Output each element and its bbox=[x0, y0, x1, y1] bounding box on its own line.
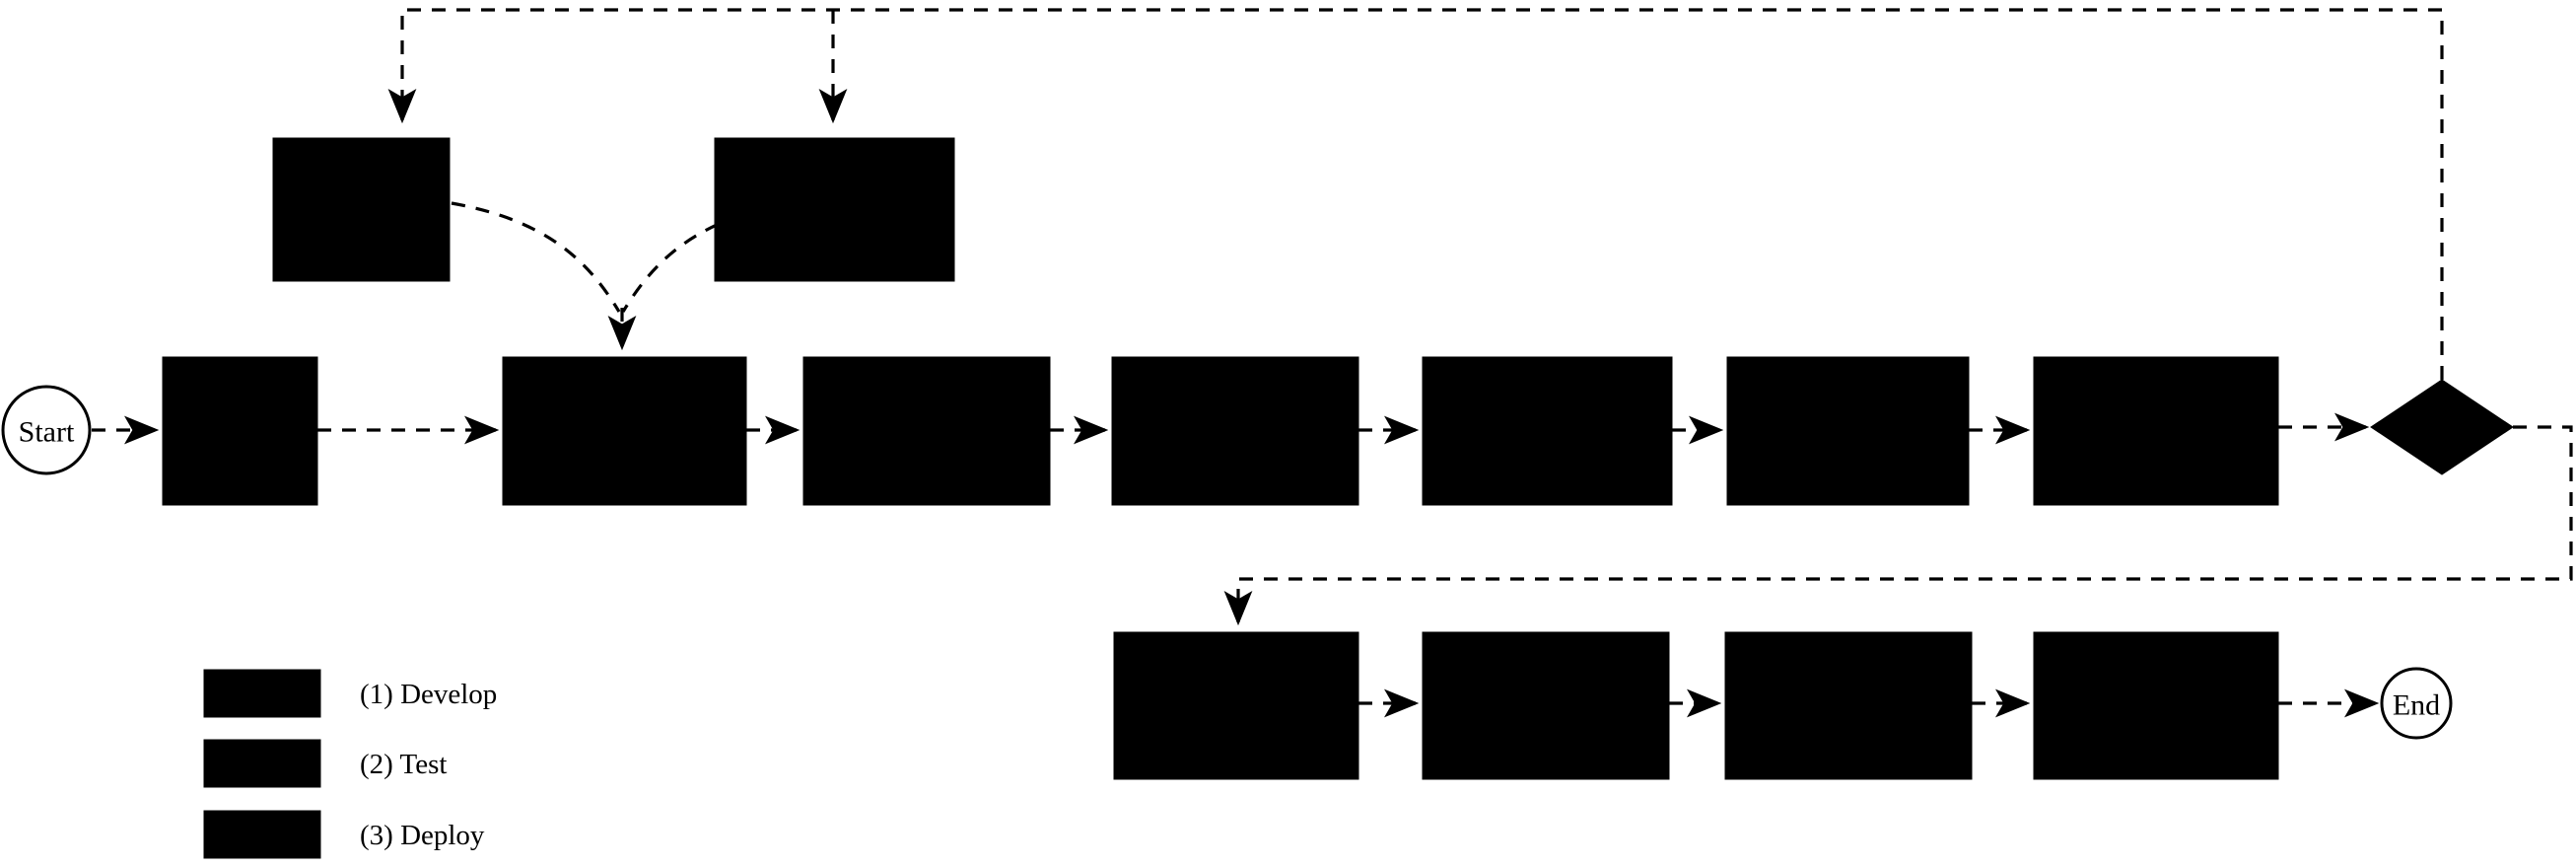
start-label: Start bbox=[19, 416, 75, 449]
legend-item-test[interactable]: (2) Test bbox=[203, 739, 447, 788]
end-circle[interactable] bbox=[2380, 667, 2453, 740]
start-circle[interactable] bbox=[1, 385, 92, 475]
merge-edge-from-top-box-1 bbox=[451, 201, 621, 313]
top-box-2[interactable] bbox=[714, 137, 955, 282]
legend-swatch-develop bbox=[203, 669, 321, 718]
bottom-row-boxes bbox=[1113, 631, 2279, 780]
merge-edge-from-top-box-2 bbox=[621, 201, 790, 313]
main-box-6[interactable] bbox=[1726, 356, 1970, 506]
start-node[interactable]: Start bbox=[1, 385, 92, 475]
end-label: End bbox=[2393, 689, 2440, 722]
main-box-4[interactable] bbox=[1111, 356, 1359, 506]
bottom-box-4[interactable] bbox=[2033, 631, 2279, 780]
bottom-box-2[interactable] bbox=[1422, 631, 1670, 780]
legend-item-deploy[interactable]: (3) Deploy bbox=[203, 810, 485, 859]
top-box-1[interactable] bbox=[272, 137, 451, 282]
end-node[interactable]: End bbox=[2380, 667, 2453, 740]
decision-node[interactable] bbox=[2370, 379, 2514, 475]
decision-diamond[interactable] bbox=[2370, 379, 2514, 475]
main-box-5[interactable] bbox=[1422, 356, 1673, 506]
feedback-top-trunk bbox=[387, 8, 2444, 380]
legend: (1) Develop (2) Test (3) Deploy bbox=[203, 669, 497, 859]
main-box-7[interactable] bbox=[2033, 356, 2279, 506]
main-box-3[interactable] bbox=[802, 356, 1051, 506]
feedback-loop-top bbox=[387, 8, 2444, 380]
legend-swatch-deploy bbox=[203, 810, 321, 859]
main-row-edges bbox=[92, 412, 2370, 445]
legend-label-test: (2) Test bbox=[360, 749, 447, 780]
feedback-bottom-trunk bbox=[1223, 425, 2573, 626]
merge-edges-to-main bbox=[451, 201, 790, 351]
main-box-1[interactable] bbox=[162, 356, 318, 506]
legend-label-develop: (1) Develop bbox=[360, 679, 497, 710]
main-row-boxes bbox=[162, 356, 2279, 506]
legend-label-deploy: (3) Deploy bbox=[360, 820, 485, 851]
bottom-box-3[interactable] bbox=[1724, 631, 1973, 780]
top-row-boxes bbox=[272, 137, 955, 282]
feedback-loop-bottom bbox=[1223, 425, 2573, 626]
bottom-box-1[interactable] bbox=[1113, 631, 1359, 780]
legend-swatch-test bbox=[203, 739, 321, 788]
main-box-2[interactable] bbox=[502, 356, 747, 506]
legend-item-develop[interactable]: (1) Develop bbox=[203, 669, 497, 718]
